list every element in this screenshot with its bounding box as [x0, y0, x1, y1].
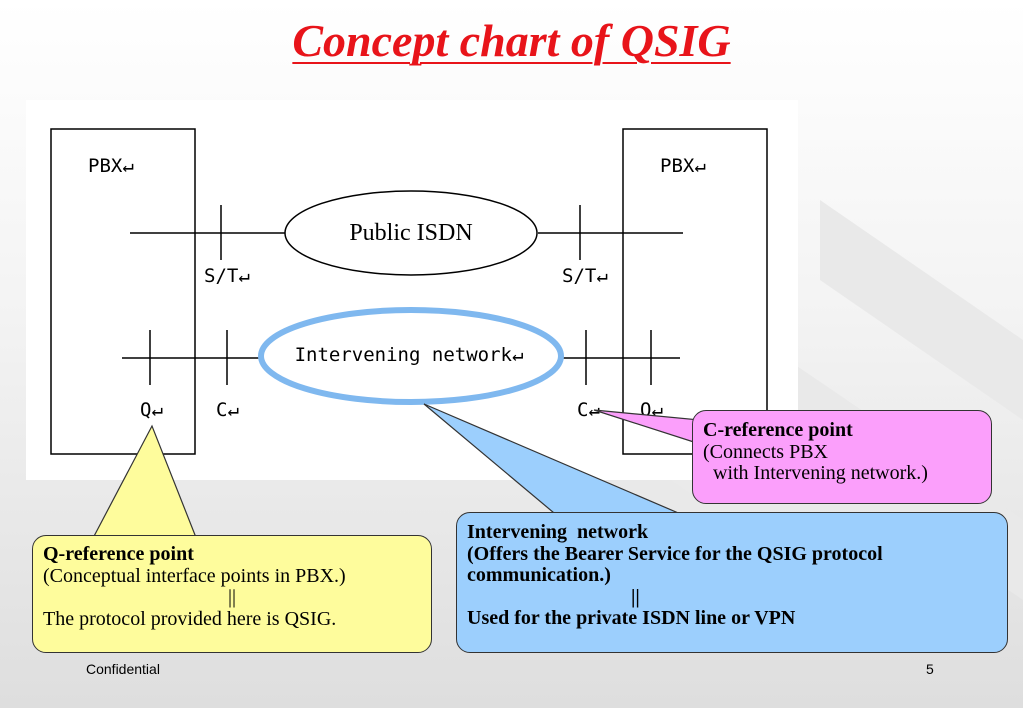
c-right-label: C↵: [577, 399, 600, 421]
q-reference-separator: ||: [227, 586, 236, 609]
pbx-left-box: [50, 128, 196, 455]
intervening-callout-line1: (Offers the Bearer Service for the QSIG …: [467, 542, 883, 565]
q-left-label: Q↵: [140, 399, 163, 421]
st-left-label: S/T↵: [204, 265, 250, 287]
intervening-callout-separator: ||: [631, 585, 640, 608]
st-right-label: S/T↵: [562, 265, 608, 287]
q-callout-pointer: [91, 424, 198, 541]
c-callout-pointer: [593, 409, 701, 445]
footer-confidential: Confidential: [86, 661, 160, 677]
public-isdn-label: Public ISDN: [349, 220, 472, 246]
c-left-label: C↵: [216, 399, 239, 421]
c-reference-line2: with Intervening network.): [703, 462, 928, 485]
c-reference-line1: (Connects PBX: [703, 440, 828, 463]
c-reference-callout: C-reference point (Connects PBX with Int…: [692, 410, 992, 504]
intervening-callout-line3: Used for the private ISDN line or VPN: [467, 607, 796, 630]
q-reference-line2: The protocol provided here is QSIG.: [43, 607, 337, 630]
intervening-callout-title: Intervening network: [467, 521, 649, 543]
page-number: 5: [926, 661, 934, 677]
intervening-network-ellipse: [258, 307, 564, 405]
q-reference-title: Q-reference point: [43, 543, 194, 565]
slide-title: Concept chart of QSIG: [292, 15, 731, 66]
intervening-network-label: Intervening network↵: [295, 344, 524, 366]
pbx-left-label: PBX↵: [88, 155, 134, 177]
public-isdn-ellipse: [284, 190, 538, 276]
q-reference-line1: (Conceptual interface points in PBX.): [43, 564, 346, 587]
pbx-right-label: PBX↵: [660, 155, 706, 177]
intervening-network-callout: Intervening network (Offers the Bearer S…: [456, 512, 1008, 653]
c-reference-title: C-reference point: [703, 419, 853, 441]
intervening-callout-line2: communication.): [467, 564, 611, 587]
q-reference-callout: Q-reference point (Conceptual interface …: [32, 535, 432, 653]
